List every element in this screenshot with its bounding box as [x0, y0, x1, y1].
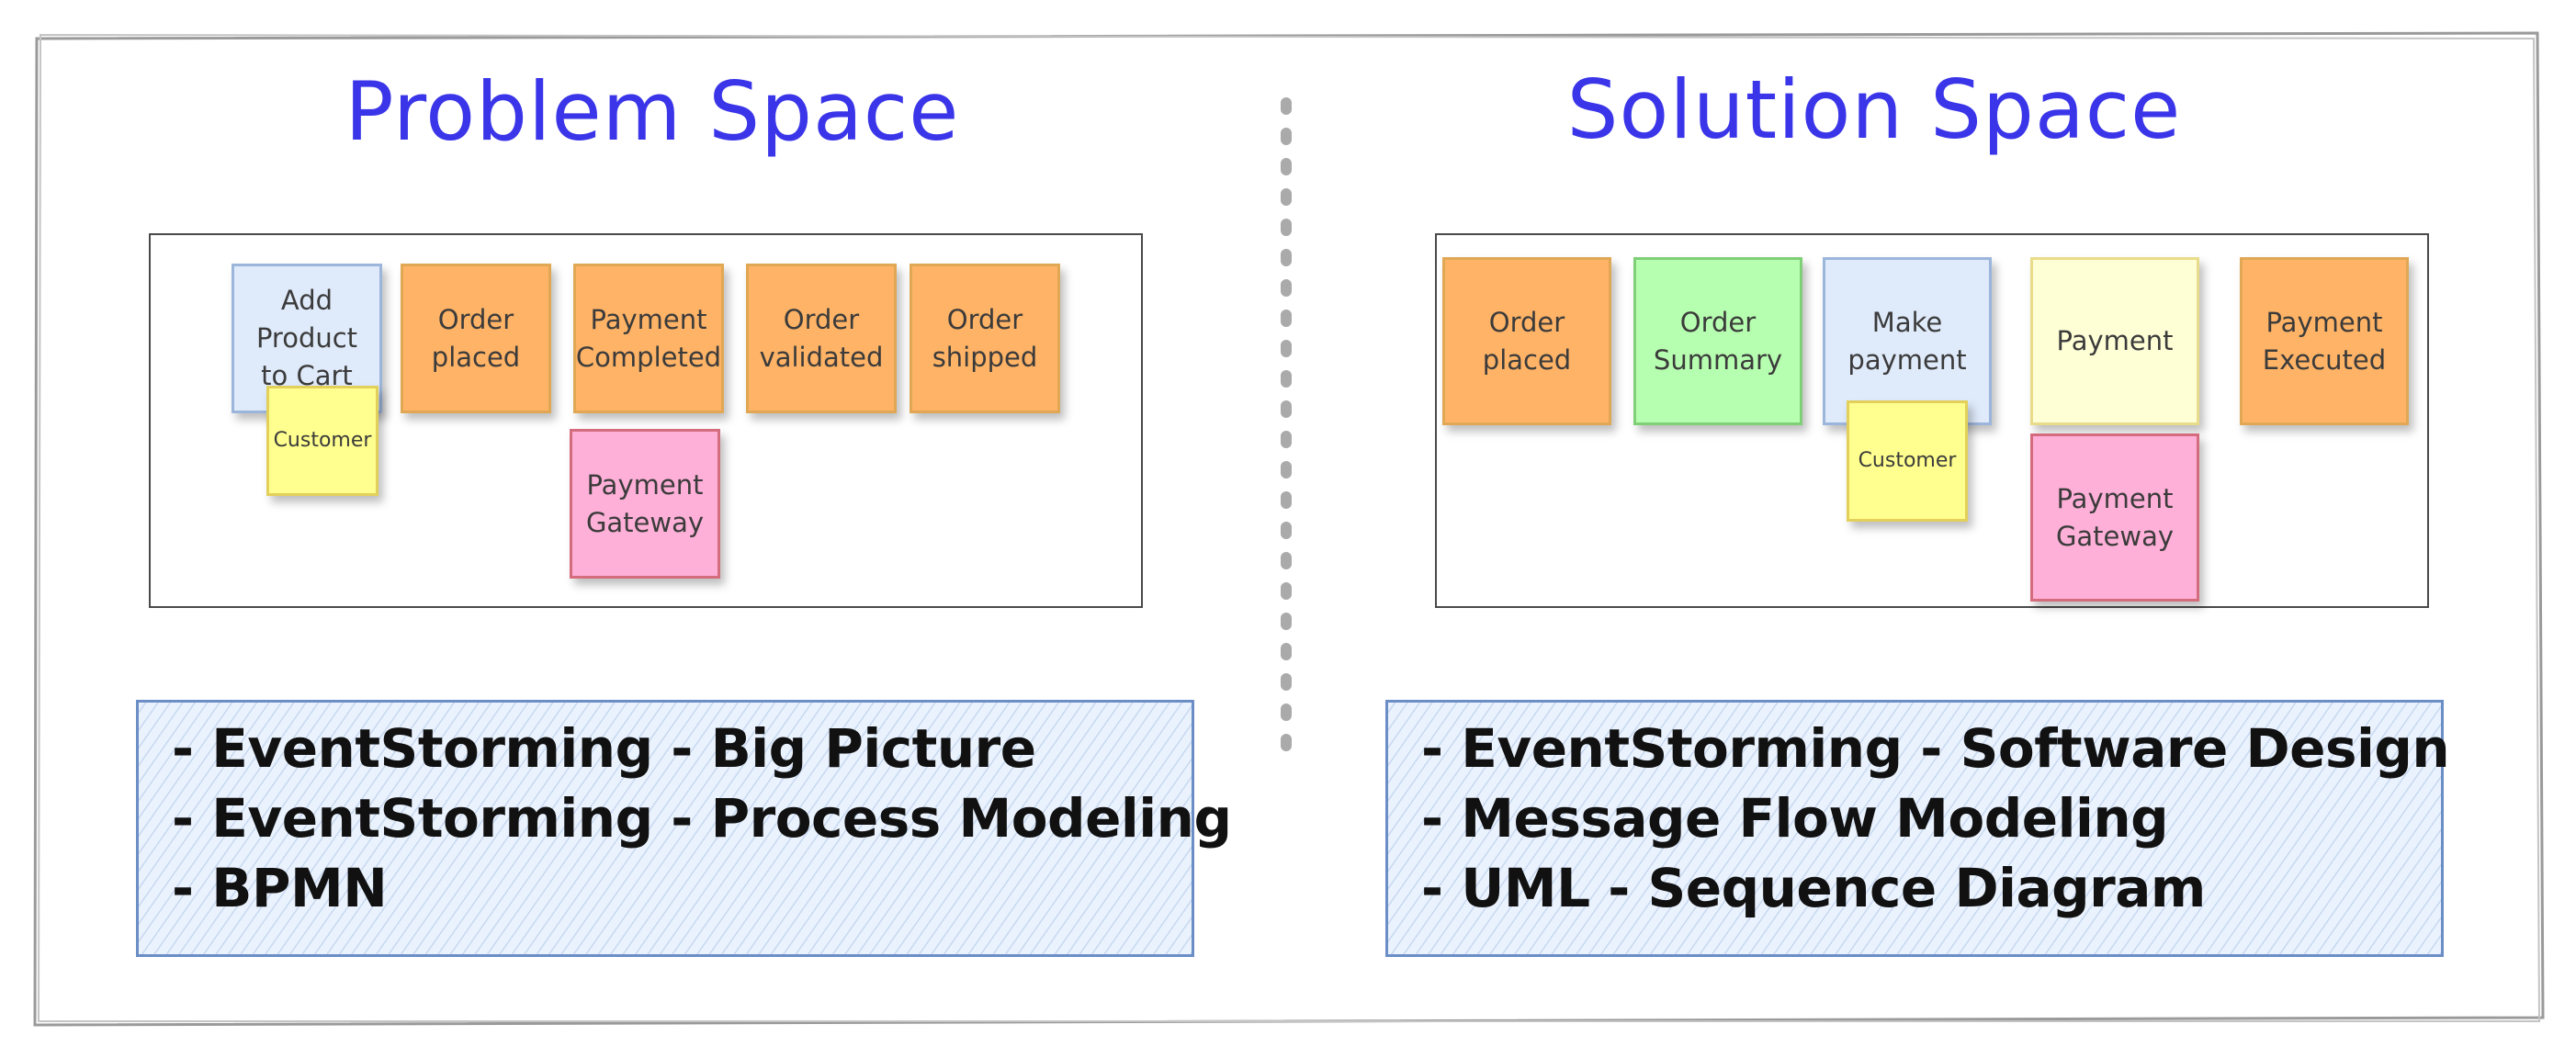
technique-item: - Message Flow Modeling [1421, 787, 2169, 850]
sticky-order-shipped[interactable]: Order shipped [910, 264, 1060, 413]
sticky-payment-completed[interactable]: Payment Completed [573, 264, 724, 413]
sticky-order-placed[interactable]: Order placed [401, 264, 551, 413]
sticky-payment[interactable]: Payment [2030, 257, 2199, 425]
technique-item: - EventStorming - Process Modeling [172, 787, 1232, 850]
sticky-order-placed[interactable]: Order placed [1442, 257, 1611, 425]
solution-space-title: Solution Space [1566, 62, 2182, 157]
technique-item: - EventStorming - Big Picture [172, 717, 1036, 780]
sticky-payment-gateway[interactable]: Payment Gateway [2030, 433, 2199, 602]
sticky-order-validated[interactable]: Order validated [746, 264, 897, 413]
sticky-payment-gateway[interactable]: Payment Gateway [570, 429, 720, 579]
sticky-customer[interactable]: Customer [266, 386, 378, 496]
sticky-customer[interactable]: Customer [1847, 400, 1968, 522]
sticky-payment-executed[interactable]: Payment Executed [2240, 257, 2409, 425]
sticky-order-summary[interactable]: Order Summary [1633, 257, 1802, 425]
technique-item: - UML - Sequence Diagram [1421, 857, 2206, 919]
problem-techniques-box: - EventStorming - Big Picture - EventSto… [136, 700, 1232, 957]
technique-item: - EventStorming - Software Design [1421, 717, 2450, 780]
sticky-make-payment[interactable]: Make payment [1823, 257, 1992, 425]
solution-techniques-box: - EventStorming - Software Design - Mess… [1385, 700, 2450, 957]
problem-space-title: Problem Space [345, 64, 960, 159]
technique-item: - BPMN [172, 857, 388, 919]
